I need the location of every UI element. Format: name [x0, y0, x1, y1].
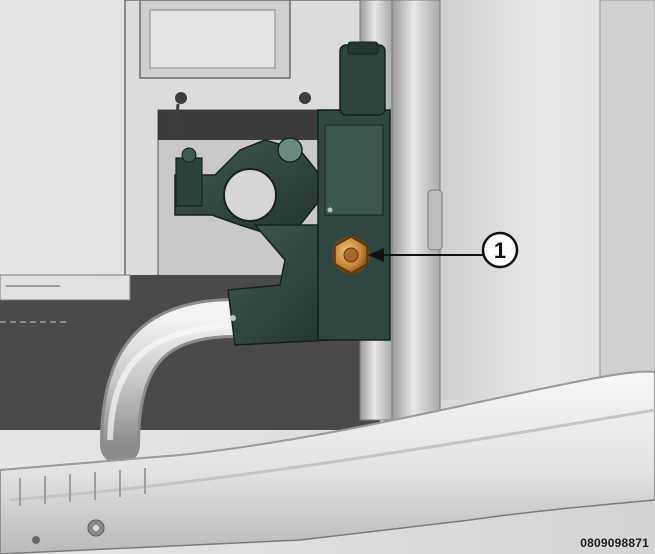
- figure-id-label: 0809098871: [580, 536, 649, 550]
- bumper-ribs: [19, 468, 146, 506]
- callout-arrowhead: [368, 248, 384, 262]
- callout-1: 1: [481, 231, 519, 269]
- callout-1-label: 1: [494, 238, 506, 263]
- bolt-head: [175, 92, 187, 104]
- battery-terminal-clamp: [174, 41, 391, 346]
- terminal-nut: [332, 236, 370, 274]
